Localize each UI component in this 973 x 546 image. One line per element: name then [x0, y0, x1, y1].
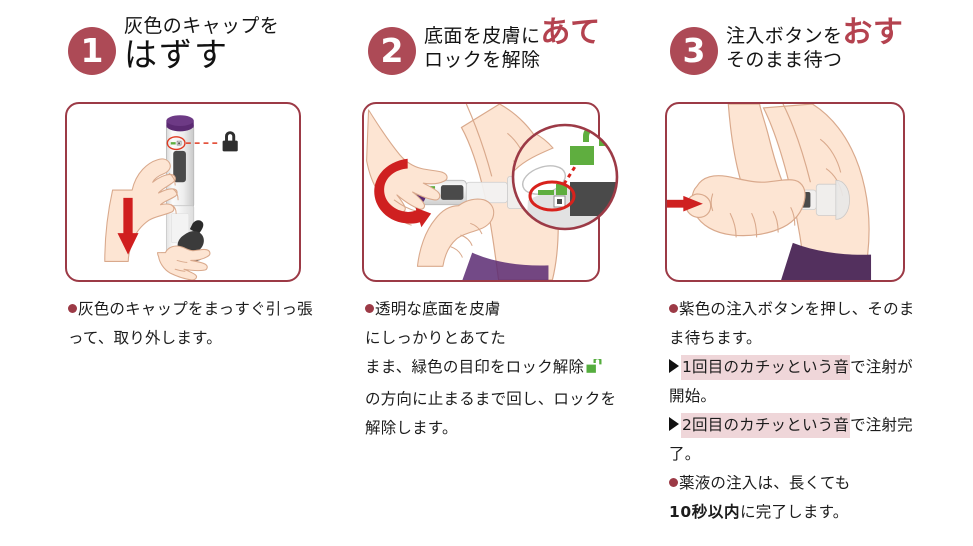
unlock-padlock-icon [585, 356, 602, 385]
step-column-2: 2 底面を皮膚にあて ロックを解除 [310, 0, 619, 546]
triangle-marker-icon [669, 417, 679, 431]
down-arrow-icon [117, 197, 139, 255]
step-1-body-text: 灰色のキャップをまっすぐ引っ張って、取り外します。 [68, 300, 313, 347]
bullet-dot-icon [669, 478, 678, 487]
rotate-arrow-icon [374, 158, 432, 228]
step-3-click-1-rest: で注射が開始。 [669, 358, 913, 405]
unlock-marker-detail-inset [511, 123, 619, 231]
step-3-header: 3 注入ボタンをおす そのまま待つ [612, 10, 912, 92]
step-1-number-badge: 1 [68, 27, 116, 75]
locked-padlock-icon [222, 131, 238, 152]
step-2-body-text-before-icon: 透明な底面を皮膚にしっかりとあてたまま、緑色の目印をロック解除 [365, 300, 585, 376]
step-2-body: 透明な底面を皮膚にしっかりとあてたまま、緑色の目印をロック解除の方向に止まるまで… [365, 295, 617, 443]
step-column-1: 1 灰色のキャップを はずす [10, 0, 313, 546]
step-1-title: 灰色のキャップを はずす [124, 15, 314, 75]
step-1-title-line-2: はずす [124, 35, 229, 75]
step-3-duration-bold: 10秒以内 [669, 503, 741, 521]
right-arrow-icon [667, 195, 703, 212]
bullet-dot-icon [68, 304, 77, 313]
step-3-click-2-highlight: 2回目のカチッという音 [681, 413, 851, 438]
step-3-body-text-1: 紫色の注入ボタンを押し、そのまま待ちます。 [669, 300, 915, 347]
step-3-title-line-1: 注入ボタンをおす [726, 15, 904, 50]
step-1-title-line-1: 灰色のキャップを [124, 15, 280, 37]
step-1-header: 1 灰色のキャップを はずす [10, 10, 310, 92]
step-3-duration-tail: に完了します。 [740, 503, 849, 521]
step-3-title: 注入ボタンをおす そのまま待つ [726, 16, 916, 71]
step-3-title-line-2: そのまま待つ [726, 48, 843, 71]
step-2-number-badge: 2 [368, 27, 416, 75]
step-2-title-line-1: 底面を皮膚にあて [424, 15, 601, 50]
bullet-dot-icon [365, 304, 374, 313]
press-injection-button-illustration [667, 104, 872, 280]
pen-cap-removal-illustration [104, 115, 238, 280]
step-2-figure-frame [362, 102, 600, 282]
step-column-3: 3 注入ボタンをおす そのまま待つ [612, 0, 914, 546]
step-3-click-2-rest: で注射完了。 [669, 416, 913, 463]
step-3-body: 紫色の注入ボタンを押し、そのまま待ちます。 1回目のカチッという音で注射が開始。… [669, 295, 921, 527]
step-2-title: 底面を皮膚にあて ロックを解除 [424, 16, 614, 71]
inset-text-wrap-shim [499, 295, 617, 351]
step-2-body-text-after-icon: の方向に止まるまで回し、ロックを解除します。 [365, 390, 617, 437]
step-2-title-line-2: ロックを解除 [424, 48, 541, 71]
bullet-dot-icon [669, 304, 678, 313]
step-2-header: 2 底面を皮膚にあて ロックを解除 [310, 10, 610, 92]
triangle-marker-icon [669, 359, 679, 373]
press-and-unlock-illustration [366, 104, 559, 280]
step-1-figure-frame [65, 102, 301, 282]
step-1-body: 灰色のキャップをまっすぐ引っ張って、取り外します。 [68, 295, 320, 353]
step-3-figure-frame [665, 102, 905, 282]
step-3-click-1-highlight: 1回目のカチッという音 [681, 355, 851, 380]
step-3-number-badge: 3 [670, 27, 718, 75]
step-3-body-text-2: 薬液の注入は、長くても [679, 474, 851, 492]
